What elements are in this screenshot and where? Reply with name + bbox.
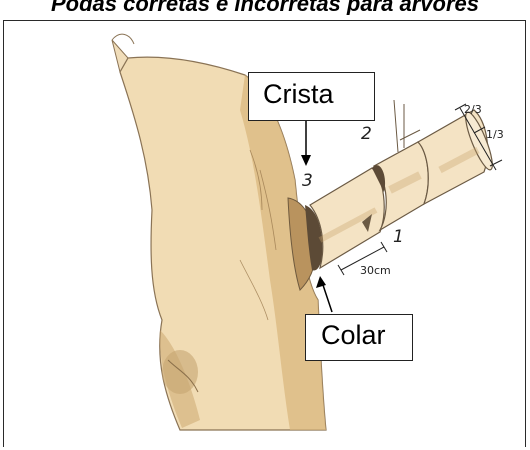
crista-label: Crista bbox=[263, 79, 334, 109]
colar-arrow-line bbox=[322, 282, 332, 312]
cut-number-3: 3 bbox=[302, 171, 313, 191]
colar-label: Colar bbox=[321, 320, 386, 350]
crista-label-box: Crista bbox=[248, 72, 375, 121]
colar-label-box: Colar bbox=[305, 314, 413, 361]
crista-arrow-head bbox=[301, 155, 311, 166]
lower-fraction-label: 1/3 bbox=[486, 128, 504, 141]
cut-number-1: 1 bbox=[393, 227, 404, 247]
colar-arrow-head bbox=[316, 276, 326, 288]
upper-fraction-label: 2/3 bbox=[464, 103, 482, 116]
cut-number-2: 2 bbox=[361, 124, 372, 144]
distance-label: 30cm bbox=[360, 264, 391, 277]
